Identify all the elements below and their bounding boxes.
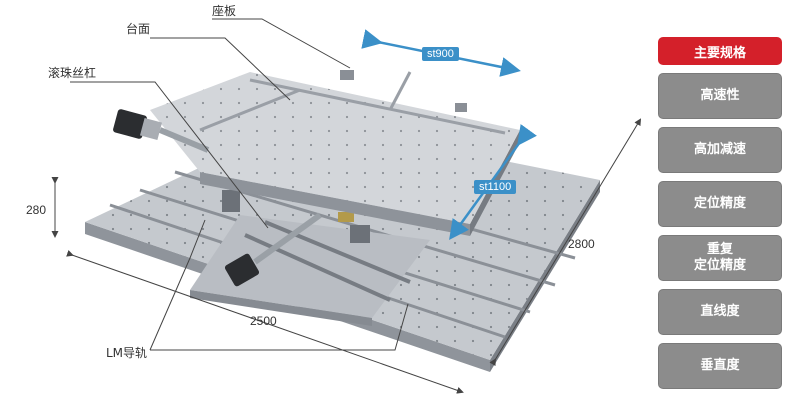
spec-high-acceleration-button[interactable]: 高加减速 [658, 127, 782, 173]
label-lm-guide: LM导轨 [106, 346, 148, 360]
dimension-lines [51, 118, 642, 394]
spec-high-speed-button[interactable]: 高速性 [658, 73, 782, 119]
spec-header-button[interactable]: 主要规格 [658, 37, 782, 65]
label-ball-screw: 滚珠丝杠 [48, 66, 97, 80]
ball-screw-assembly [113, 109, 210, 153]
spec-perpendicularity-button[interactable]: 垂直度 [658, 343, 782, 389]
dimension-depth: 2800 [568, 237, 595, 251]
stroke-lower-badge: st1100 [474, 180, 517, 194]
label-base-plate: 座板 [212, 4, 237, 18]
spec-repeatability-button[interactable]: 重复 定位精度 [658, 235, 782, 281]
label-table: 台面 [126, 22, 151, 36]
xy-stage-illustration [51, 18, 642, 394]
dimension-width: 2500 [250, 314, 277, 328]
spec-straightness-button[interactable]: 直线度 [658, 289, 782, 335]
spec-positioning-accuracy-button[interactable]: 定位精度 [658, 181, 782, 227]
stroke-upper-badge: st900 [422, 47, 459, 61]
dimension-height: 280 [26, 203, 47, 217]
spec-panel: 主要规格 高速性 高加减速 定位精度 重复 定位精度 直线度 垂直度 [658, 37, 782, 397]
